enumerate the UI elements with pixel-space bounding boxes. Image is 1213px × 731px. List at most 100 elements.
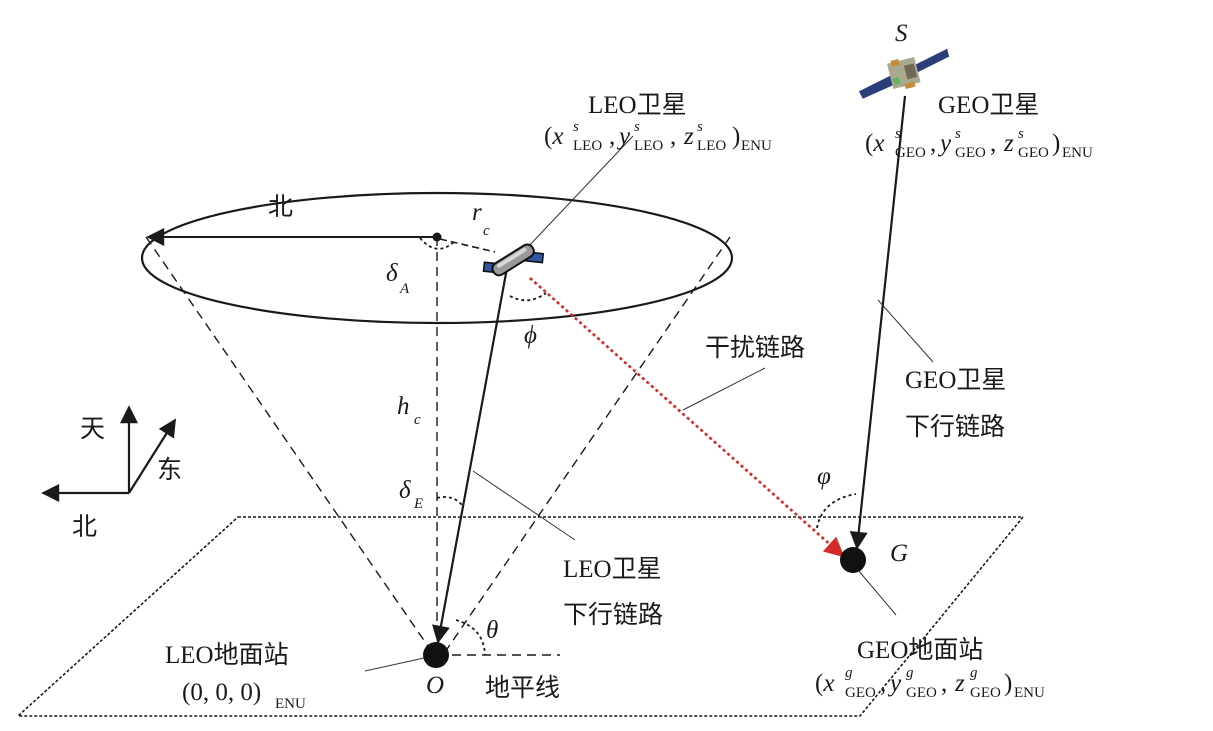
leader-geo-gs bbox=[857, 569, 897, 616]
svg-text:GEO: GEO bbox=[895, 145, 926, 161]
leo-downlink-label-line1: LEO卫星 bbox=[563, 556, 662, 583]
leo-ground-station-dot bbox=[423, 642, 449, 668]
angle-arc-delta-a bbox=[419, 237, 456, 250]
svg-text:ENU: ENU bbox=[1014, 685, 1045, 701]
geo-downlink-label-line2: 下行链路 bbox=[905, 413, 1005, 441]
angle-arc-theta bbox=[455, 619, 486, 656]
geo-downlink bbox=[849, 95, 907, 550]
angle-arc-varphi bbox=[816, 493, 857, 529]
svg-text:,: , bbox=[880, 670, 886, 697]
cone-edge-left bbox=[145, 236, 433, 653]
leo-ground-station-label: LEO地面站 bbox=[165, 641, 289, 669]
svg-text:LEO: LEO bbox=[697, 138, 726, 154]
delta-e-label: δ E bbox=[399, 477, 423, 512]
geo-satellite-icon bbox=[858, 48, 950, 99]
svg-text:y: y bbox=[937, 130, 952, 157]
angle-arc-delta-e bbox=[436, 496, 463, 506]
svg-text:z: z bbox=[1003, 130, 1014, 157]
svg-text:,: , bbox=[670, 123, 676, 150]
svg-text:y: y bbox=[887, 670, 902, 697]
svg-text:δ: δ bbox=[386, 260, 398, 287]
svg-text:): ) bbox=[1052, 130, 1060, 157]
interference-link-label: 干扰链路 bbox=[705, 334, 805, 362]
geo-sat-point-label: S bbox=[895, 20, 908, 47]
svg-text:GEO: GEO bbox=[970, 685, 1001, 701]
svg-text:s: s bbox=[573, 119, 579, 135]
leader-geo-downlink bbox=[877, 299, 934, 363]
geo-gs-coord: (x g GEO , y g GEO , z g GEO ) ENU bbox=[815, 665, 1045, 701]
axis-north-label: 北 bbox=[72, 514, 97, 541]
ground-plane bbox=[15, 516, 1025, 717]
svg-text:g: g bbox=[970, 665, 978, 681]
leader-leo-sat bbox=[526, 135, 634, 249]
svg-text:c: c bbox=[483, 223, 490, 239]
delta-a-label: δ A bbox=[386, 260, 410, 297]
leo-gs-coord: (0, 0, 0) ENU bbox=[182, 679, 306, 712]
leader-leo-downlink bbox=[472, 470, 576, 541]
geo-ground-station-dot bbox=[840, 547, 866, 573]
ellipse-center-dot bbox=[432, 232, 442, 242]
svg-text:s: s bbox=[1018, 126, 1024, 142]
geo-sat-coord: (x s GEO , y s GEO , z s GEO ) ENU bbox=[865, 126, 1093, 161]
svg-text:GEO: GEO bbox=[845, 685, 876, 701]
svg-text:(x: (x bbox=[544, 123, 563, 150]
svg-text:GEO: GEO bbox=[1018, 145, 1049, 161]
svg-text:y: y bbox=[616, 123, 631, 150]
leo-satellite-icon bbox=[482, 243, 545, 277]
leader-interference bbox=[682, 367, 766, 411]
svg-text:z: z bbox=[683, 123, 694, 150]
svg-text:h: h bbox=[397, 393, 410, 420]
svg-text:z: z bbox=[954, 670, 965, 697]
svg-text:s: s bbox=[955, 126, 961, 142]
svg-text:A: A bbox=[399, 281, 410, 297]
leo-satellite-label: LEO卫星 bbox=[588, 92, 687, 119]
svg-text:(0, 0, 0): (0, 0, 0) bbox=[182, 679, 261, 706]
phi-label: ϕ bbox=[524, 322, 537, 349]
svg-text:(x: (x bbox=[865, 130, 884, 157]
leo-downlink bbox=[432, 267, 509, 644]
svg-text:s: s bbox=[895, 126, 901, 142]
origin-label: O bbox=[426, 672, 444, 699]
varphi-label: φ bbox=[817, 463, 831, 490]
geo-satellite-label: GEO卫星 bbox=[938, 92, 1039, 119]
geo-ground-point-label: G bbox=[890, 540, 908, 567]
svg-text:LEO: LEO bbox=[573, 138, 602, 154]
svg-text:,: , bbox=[930, 130, 936, 157]
leader-leo-gs bbox=[364, 657, 425, 672]
svg-text:s: s bbox=[634, 119, 640, 135]
svg-text:,: , bbox=[609, 123, 615, 150]
angle-arc-phi bbox=[509, 292, 547, 302]
horizon-label: 地平线 bbox=[485, 674, 560, 702]
svg-text:): ) bbox=[1004, 670, 1012, 697]
svg-text:ENU: ENU bbox=[1062, 145, 1093, 161]
geo-downlink-label-line1: GEO卫星 bbox=[905, 367, 1006, 394]
geo-ground-station-label: GEO地面站 bbox=[857, 636, 983, 664]
svg-text:,: , bbox=[990, 130, 996, 157]
leo-downlink-label-line2: 下行链路 bbox=[563, 601, 663, 629]
svg-text:GEO: GEO bbox=[955, 145, 986, 161]
svg-text:E: E bbox=[413, 496, 423, 512]
radius-rc bbox=[439, 238, 496, 253]
svg-text:GEO: GEO bbox=[906, 685, 937, 701]
svg-text:,: , bbox=[941, 670, 947, 697]
axis-up-label: 天 bbox=[80, 416, 105, 443]
svg-text:g: g bbox=[906, 665, 914, 681]
interference-link bbox=[529, 277, 845, 558]
axis-east-label: 东 bbox=[157, 456, 182, 484]
hc-label: h c bbox=[397, 393, 421, 428]
leo-coverage-ellipse bbox=[140, 191, 734, 325]
svg-text:(x: (x bbox=[815, 670, 834, 697]
theta-label: θ bbox=[486, 617, 498, 644]
cone-edge-right bbox=[444, 236, 731, 653]
ellipse-north-label: 北 bbox=[268, 194, 293, 221]
svg-text:): ) bbox=[732, 123, 740, 150]
rc-label: r c bbox=[472, 199, 490, 239]
svg-text:c: c bbox=[414, 412, 421, 428]
svg-text:ENU: ENU bbox=[741, 138, 772, 154]
svg-text:s: s bbox=[697, 119, 703, 135]
svg-text:ENU: ENU bbox=[275, 696, 306, 712]
svg-text:δ: δ bbox=[399, 477, 411, 504]
leo-sat-coord: (x s LEO , y s LEO , z s LEO ) ENU bbox=[544, 119, 772, 154]
svg-text:g: g bbox=[845, 665, 853, 681]
